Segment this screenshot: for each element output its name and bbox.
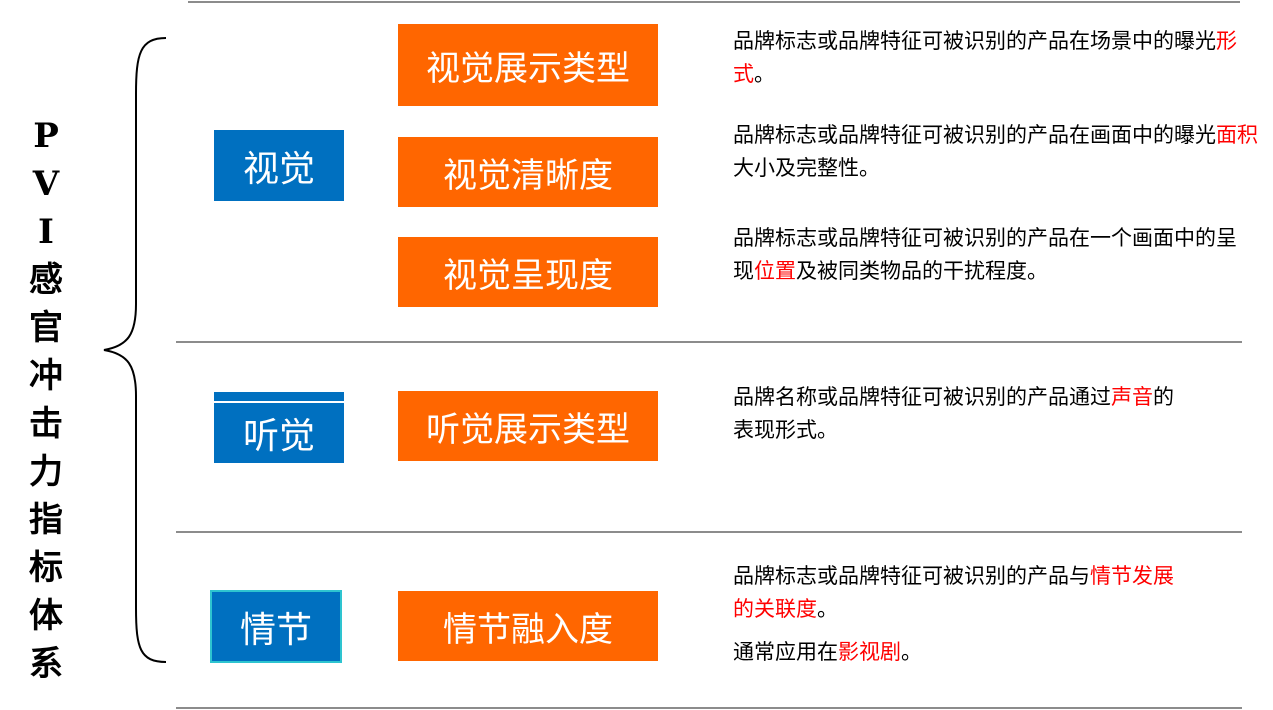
title-char: 标 — [29, 548, 63, 588]
system-title: P V I 感 官 冲 击 力 指 标 体 系 — [24, 112, 68, 688]
desc-text: 品牌标志或品牌特征可被识别的产品在一个画面中的呈现 — [733, 226, 1237, 283]
title-char: 冲 — [29, 356, 63, 396]
desc-text: 通常应用在 — [733, 640, 838, 664]
title-char: 指 — [29, 500, 63, 540]
desc-visual-clarity: 品牌标志或品牌特征可被识别的产品在画面中的曝光面积大小及完整性。 — [733, 119, 1263, 185]
category-label: 情节 — [239, 609, 312, 651]
box-stripe — [214, 401, 344, 403]
title-char: V — [32, 164, 60, 204]
desc-text: 。 — [817, 597, 838, 621]
desc-text: 大小及完整性。 — [733, 156, 880, 180]
title-char: 官 — [29, 308, 63, 348]
desc-highlight: 影视剧 — [838, 640, 901, 664]
title-char: P — [33, 116, 59, 156]
indicator-label: 视觉展示类型 — [426, 48, 630, 89]
desc-text: 品牌标志或品牌特征可被识别的产品在场景中的曝光 — [733, 29, 1216, 53]
indicator-visual-clarity: 视觉清晰度 — [398, 137, 658, 207]
desc-plot-note: 通常应用在影视剧。 — [733, 636, 1263, 669]
desc-text: 品牌名称或品牌特征可被识别的产品通过 — [733, 385, 1111, 409]
category-label: 视觉 — [242, 148, 315, 190]
divider-top — [188, 1, 1240, 3]
desc-text: 品牌标志或品牌特征可被识别的产品在画面中的曝光 — [733, 123, 1216, 147]
title-char: I — [38, 212, 54, 252]
desc-plot-integration: 品牌标志或品牌特征可被识别的产品与情节发展的关联度。 — [733, 560, 1193, 626]
indicator-label: 视觉清晰度 — [443, 155, 613, 196]
desc-visual-type: 品牌标志或品牌特征可被识别的产品在场景中的曝光形式。 — [733, 25, 1263, 91]
title-char: 体 — [29, 596, 63, 636]
desc-text: 。 — [754, 62, 775, 86]
left-brace — [103, 37, 167, 663]
indicator-plot-integration: 情节融入度 — [398, 591, 658, 661]
desc-text: 品牌标志或品牌特征可被识别的产品与 — [733, 564, 1090, 588]
desc-highlight: 面积 — [1216, 123, 1258, 147]
indicator-audio-type: 听觉展示类型 — [398, 391, 658, 461]
title-char: 击 — [29, 404, 63, 444]
category-visual: 视觉 — [214, 130, 344, 201]
indicator-visual-type: 视觉展示类型 — [398, 24, 658, 106]
indicator-label: 视觉呈现度 — [443, 255, 613, 296]
desc-highlight: 情节发展的关联度 — [733, 564, 1174, 621]
indicator-visual-presence: 视觉呈现度 — [398, 237, 658, 307]
indicator-label: 听觉展示类型 — [426, 409, 630, 450]
desc-highlight: 形式 — [733, 29, 1237, 86]
desc-audio-type: 品牌名称或品牌特征可被识别的产品通过声音的表现形式。 — [733, 381, 1193, 447]
desc-text: 的表现形式。 — [733, 385, 1174, 442]
desc-visual-presence: 品牌标志或品牌特征可被识别的产品在一个画面中的呈现位置及被同类物品的干扰程度。 — [733, 222, 1238, 288]
title-char: 感 — [29, 260, 63, 300]
desc-text: 。 — [901, 640, 922, 664]
desc-text: 及被同类物品的干扰程度。 — [796, 259, 1048, 283]
category-label: 听觉 — [242, 415, 315, 457]
divider-visual-audio — [176, 341, 1242, 343]
category-audio: 听觉 — [214, 392, 344, 463]
divider-bottom — [176, 707, 1242, 709]
desc-highlight: 声音 — [1111, 385, 1153, 409]
desc-highlight: 位置 — [754, 259, 796, 283]
divider-audio-plot — [176, 531, 1242, 533]
title-char: 力 — [29, 452, 63, 492]
category-plot: 情节 — [210, 590, 342, 663]
indicator-label: 情节融入度 — [443, 609, 613, 650]
title-char: 系 — [29, 644, 63, 684]
